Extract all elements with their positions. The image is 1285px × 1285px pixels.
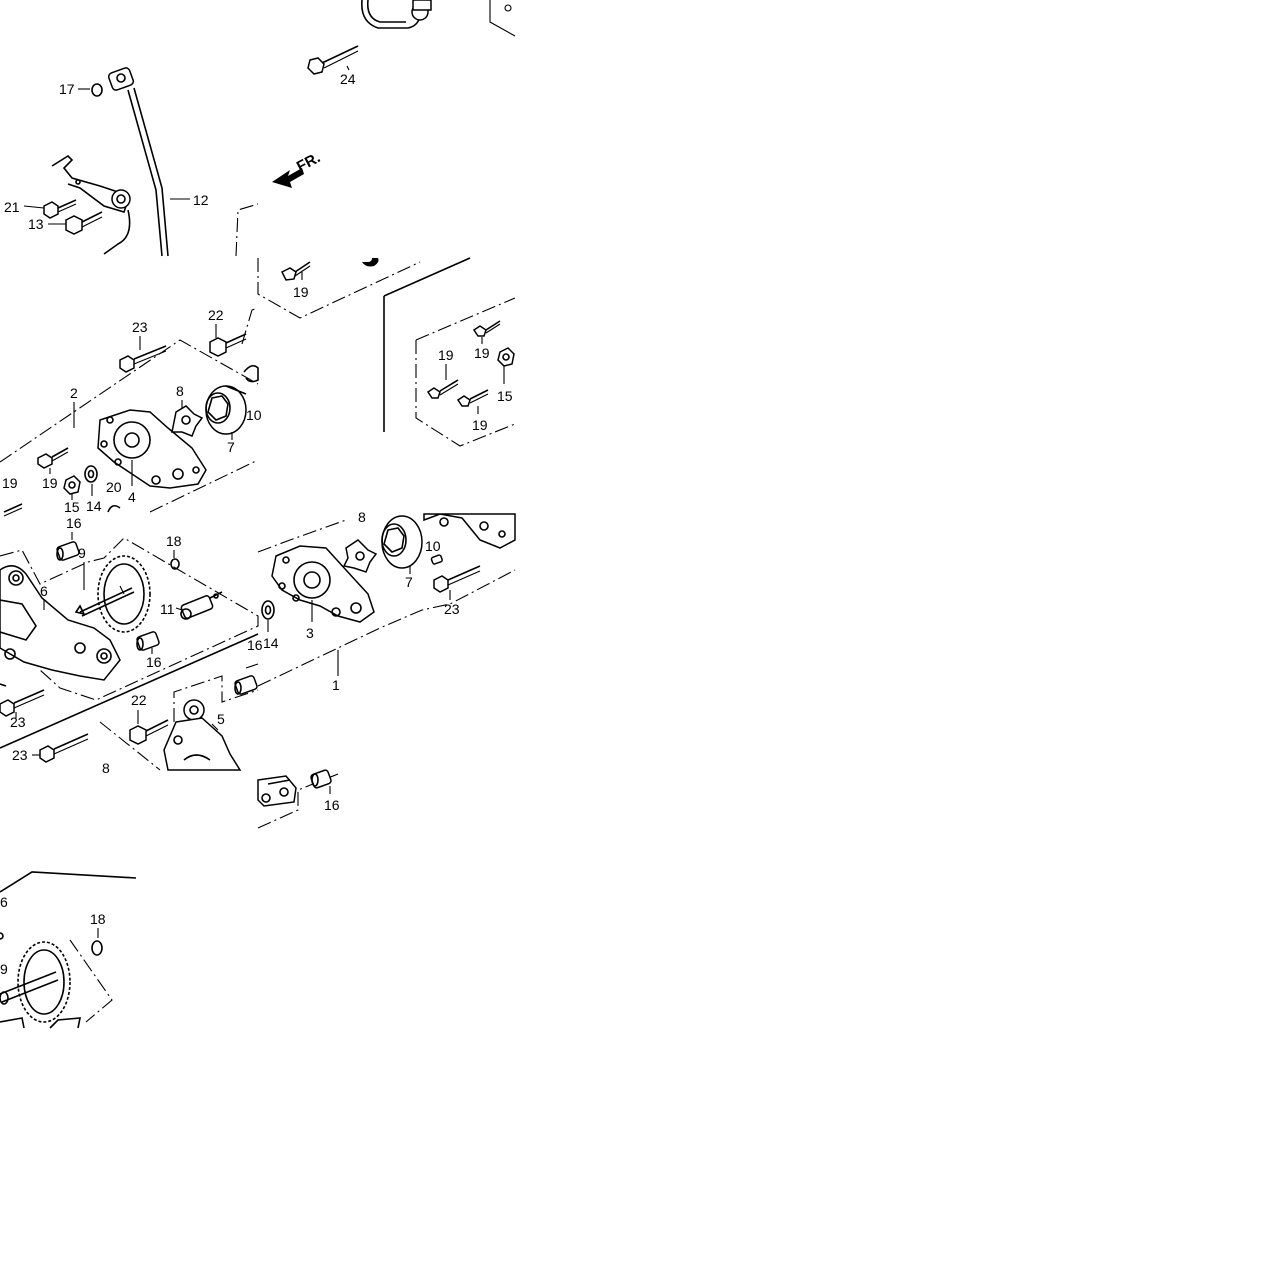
- callout-12: 12: [193, 192, 209, 208]
- callout-18-a: 18: [166, 533, 182, 549]
- callout-8-c: 8: [102, 760, 110, 776]
- driven-gear-9: [74, 555, 151, 633]
- callout-22-b: 22: [131, 692, 147, 708]
- callout-16-c: 16: [247, 637, 263, 653]
- callout-23-c: 23: [10, 714, 26, 730]
- callout-14-b: 14: [263, 635, 279, 651]
- callout-21: 21: [4, 199, 20, 215]
- tile-bolt-set: 19 19 19 15 19: [257, 257, 516, 447]
- bolt-19-b: [472, 320, 501, 337]
- callout-6-a: 6: [40, 583, 48, 599]
- bolt-19-e: [3, 503, 23, 517]
- callout-15-a: 15: [497, 388, 513, 404]
- tile-oil-pump-left: 23 22 2 4: [0, 307, 262, 517]
- dowel-10: [430, 554, 443, 565]
- bolt-13: [65, 211, 103, 235]
- oil-seal-20: [107, 504, 121, 513]
- callout-18-b: 18: [90, 911, 106, 927]
- bolt-19-f: [37, 447, 69, 469]
- bolt-19-c: [426, 379, 459, 399]
- callout-7-a: 7: [227, 439, 235, 455]
- callout-19-f: 19: [42, 475, 58, 491]
- upper-oil-pipe: [361, 0, 421, 29]
- callout-19-d: 19: [472, 417, 488, 433]
- driven-gear-9-b: [0, 941, 71, 1023]
- outer-rotor-7-b: [381, 515, 423, 569]
- callout-23-a: 23: [132, 319, 148, 335]
- callout-1: 1: [332, 677, 340, 693]
- bolt-19-d: [456, 389, 489, 407]
- valve-parts: [257, 775, 297, 807]
- inner-rotor-8-b: [342, 539, 378, 573]
- washer-14-b: [261, 600, 275, 620]
- callout-7-b: 7: [405, 574, 413, 590]
- callout-15-b: 15: [64, 499, 80, 515]
- front-direction-arrow: [272, 168, 304, 188]
- nut-15-b: [63, 475, 81, 495]
- callout-3: 3: [306, 625, 314, 641]
- bolt-22-a: [209, 333, 247, 357]
- dowel-16-c: [234, 675, 258, 695]
- callout-4: 4: [128, 489, 136, 505]
- bolt-23-b: [433, 565, 481, 593]
- callout-17: 17: [59, 81, 75, 97]
- dowel-16-b: [136, 631, 160, 651]
- callout-13: 13: [28, 216, 44, 232]
- callout-19-c: 19: [438, 347, 454, 363]
- tile-oil-pipe: 24 17 12 21 13: [4, 0, 516, 257]
- callout-22-a: 22: [208, 307, 224, 323]
- callout-11: 11: [160, 601, 175, 617]
- nut-15-a: [497, 347, 515, 367]
- tile-gear-shaft: 16 18 9 6: [0, 515, 259, 701]
- bracket-plate: [51, 154, 131, 255]
- bolt-24: [307, 45, 359, 75]
- bolt-23-d: [39, 733, 89, 763]
- o-ring-18-b: [91, 940, 103, 956]
- bolt-23-a: [119, 345, 167, 373]
- bolt-21: [43, 199, 77, 219]
- callout-2: 2: [70, 385, 78, 401]
- callout-24: 24: [340, 71, 356, 87]
- pump-body-4: [97, 409, 207, 489]
- callout-6-b: 6: [0, 894, 8, 910]
- inner-rotor-8: [171, 405, 204, 437]
- callout-16-b: 16: [146, 654, 162, 670]
- bolt-22-b: [129, 719, 169, 745]
- callout-10-a: 10: [246, 407, 262, 423]
- callout-9-b: 9: [0, 961, 8, 977]
- callout-20: 20: [106, 479, 122, 495]
- tile-bottom-gear: 6 18 9: [0, 871, 137, 1029]
- pump-housing-6: [0, 565, 121, 681]
- callout-8-b: 8: [358, 509, 366, 525]
- callout-9-a: 9: [78, 545, 86, 561]
- tile-oil-pump-right: 8 7 10 23: [234, 509, 516, 695]
- washer-14-a: [84, 465, 98, 483]
- callout-10-b: 10: [425, 538, 441, 554]
- oil-pipe-12: [107, 67, 169, 257]
- callout-16-a: 16: [66, 515, 82, 531]
- bolt-19-a: [280, 261, 311, 281]
- callout-5: 5: [217, 711, 225, 727]
- tile-lower-cover: 23 22 23 5 8: [0, 633, 259, 776]
- callout-19-e: 19: [2, 475, 18, 491]
- dowel-16-a: [56, 541, 80, 561]
- callout-14-a: 14: [86, 498, 102, 514]
- relief-valve-11: [180, 591, 223, 620]
- pump-cover-5: [163, 699, 242, 771]
- callout-16-d: 16: [324, 797, 340, 813]
- bolt-23-c: [0, 689, 45, 717]
- washer-17: [91, 83, 103, 97]
- callout-19-b: 19: [474, 345, 490, 361]
- callout-8-a: 8: [176, 383, 184, 399]
- dowel-16-d: [310, 769, 332, 789]
- tile-lower-dowel: 16: [257, 769, 340, 829]
- pump-body-3: [271, 545, 375, 623]
- o-ring-18-a: [170, 558, 180, 570]
- callout-19-a: 19: [293, 284, 309, 300]
- callout-23-b: 23: [444, 601, 460, 617]
- callout-23-d: 23: [12, 747, 28, 763]
- pump-cover-right: [423, 513, 516, 549]
- outer-rotor-7: [205, 385, 247, 435]
